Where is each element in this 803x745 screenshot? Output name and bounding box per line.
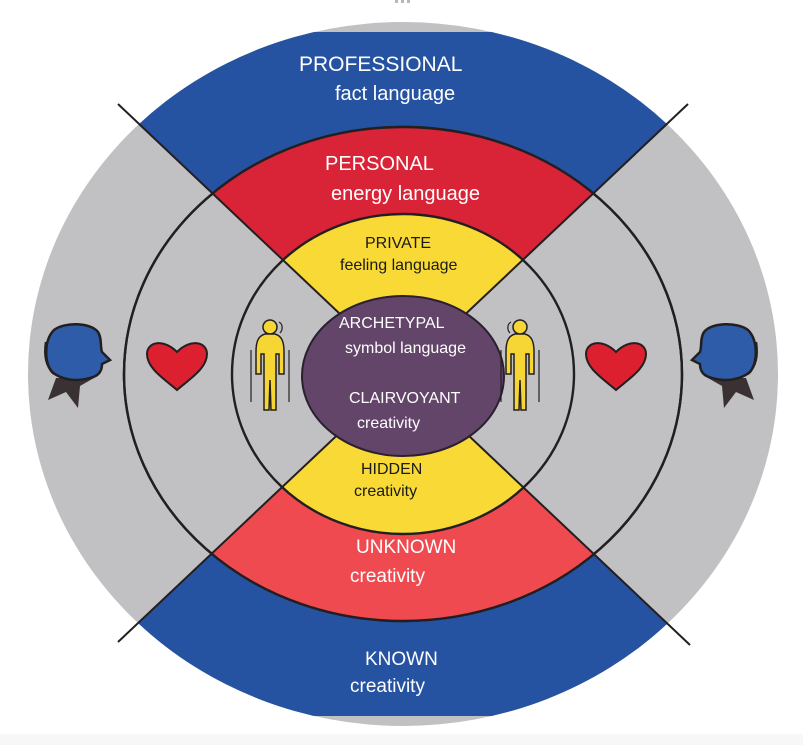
personal-title: PERSONAL (325, 153, 434, 175)
private-subtitle: feeling language (340, 257, 458, 274)
professional-subtitle: fact language (335, 83, 455, 105)
known-title: KNOWN (365, 649, 438, 670)
archetypal-subtitle: symbol language (345, 340, 466, 357)
professional-title: PROFESSIONAL (299, 53, 462, 76)
private-title: PRIVATE (365, 235, 431, 252)
hidden-subtitle: creativity (354, 483, 417, 500)
known-subtitle: creativity (350, 676, 425, 697)
unknown-title: UNKNOWN (356, 537, 456, 558)
personal-subtitle: energy language (331, 183, 480, 205)
clairvoyant-title: CLAIRVOYANT (349, 390, 461, 407)
archetypal-title: ARCHETYPAL (339, 315, 445, 332)
labels: PROFESSIONAL fact language PERSONAL ener… (299, 53, 480, 697)
clairvoyant-subtitle: creativity (357, 415, 420, 432)
head-profile-icon (689, 323, 758, 408)
archetypal-center[interactable] (301, 295, 505, 457)
heart-icon (145, 342, 209, 392)
person-figure-icon (250, 319, 290, 411)
heart-icon (584, 342, 648, 392)
bottom-strip (0, 734, 803, 745)
top-marks (395, 0, 410, 3)
head-profile-icon (44, 323, 113, 408)
person-figure-icon (500, 319, 540, 411)
hidden-title: HIDDEN (361, 461, 422, 478)
inner-ring-outline (230, 212, 576, 536)
unknown-subtitle: creativity (350, 566, 425, 587)
middle-ring-outline (122, 125, 684, 623)
